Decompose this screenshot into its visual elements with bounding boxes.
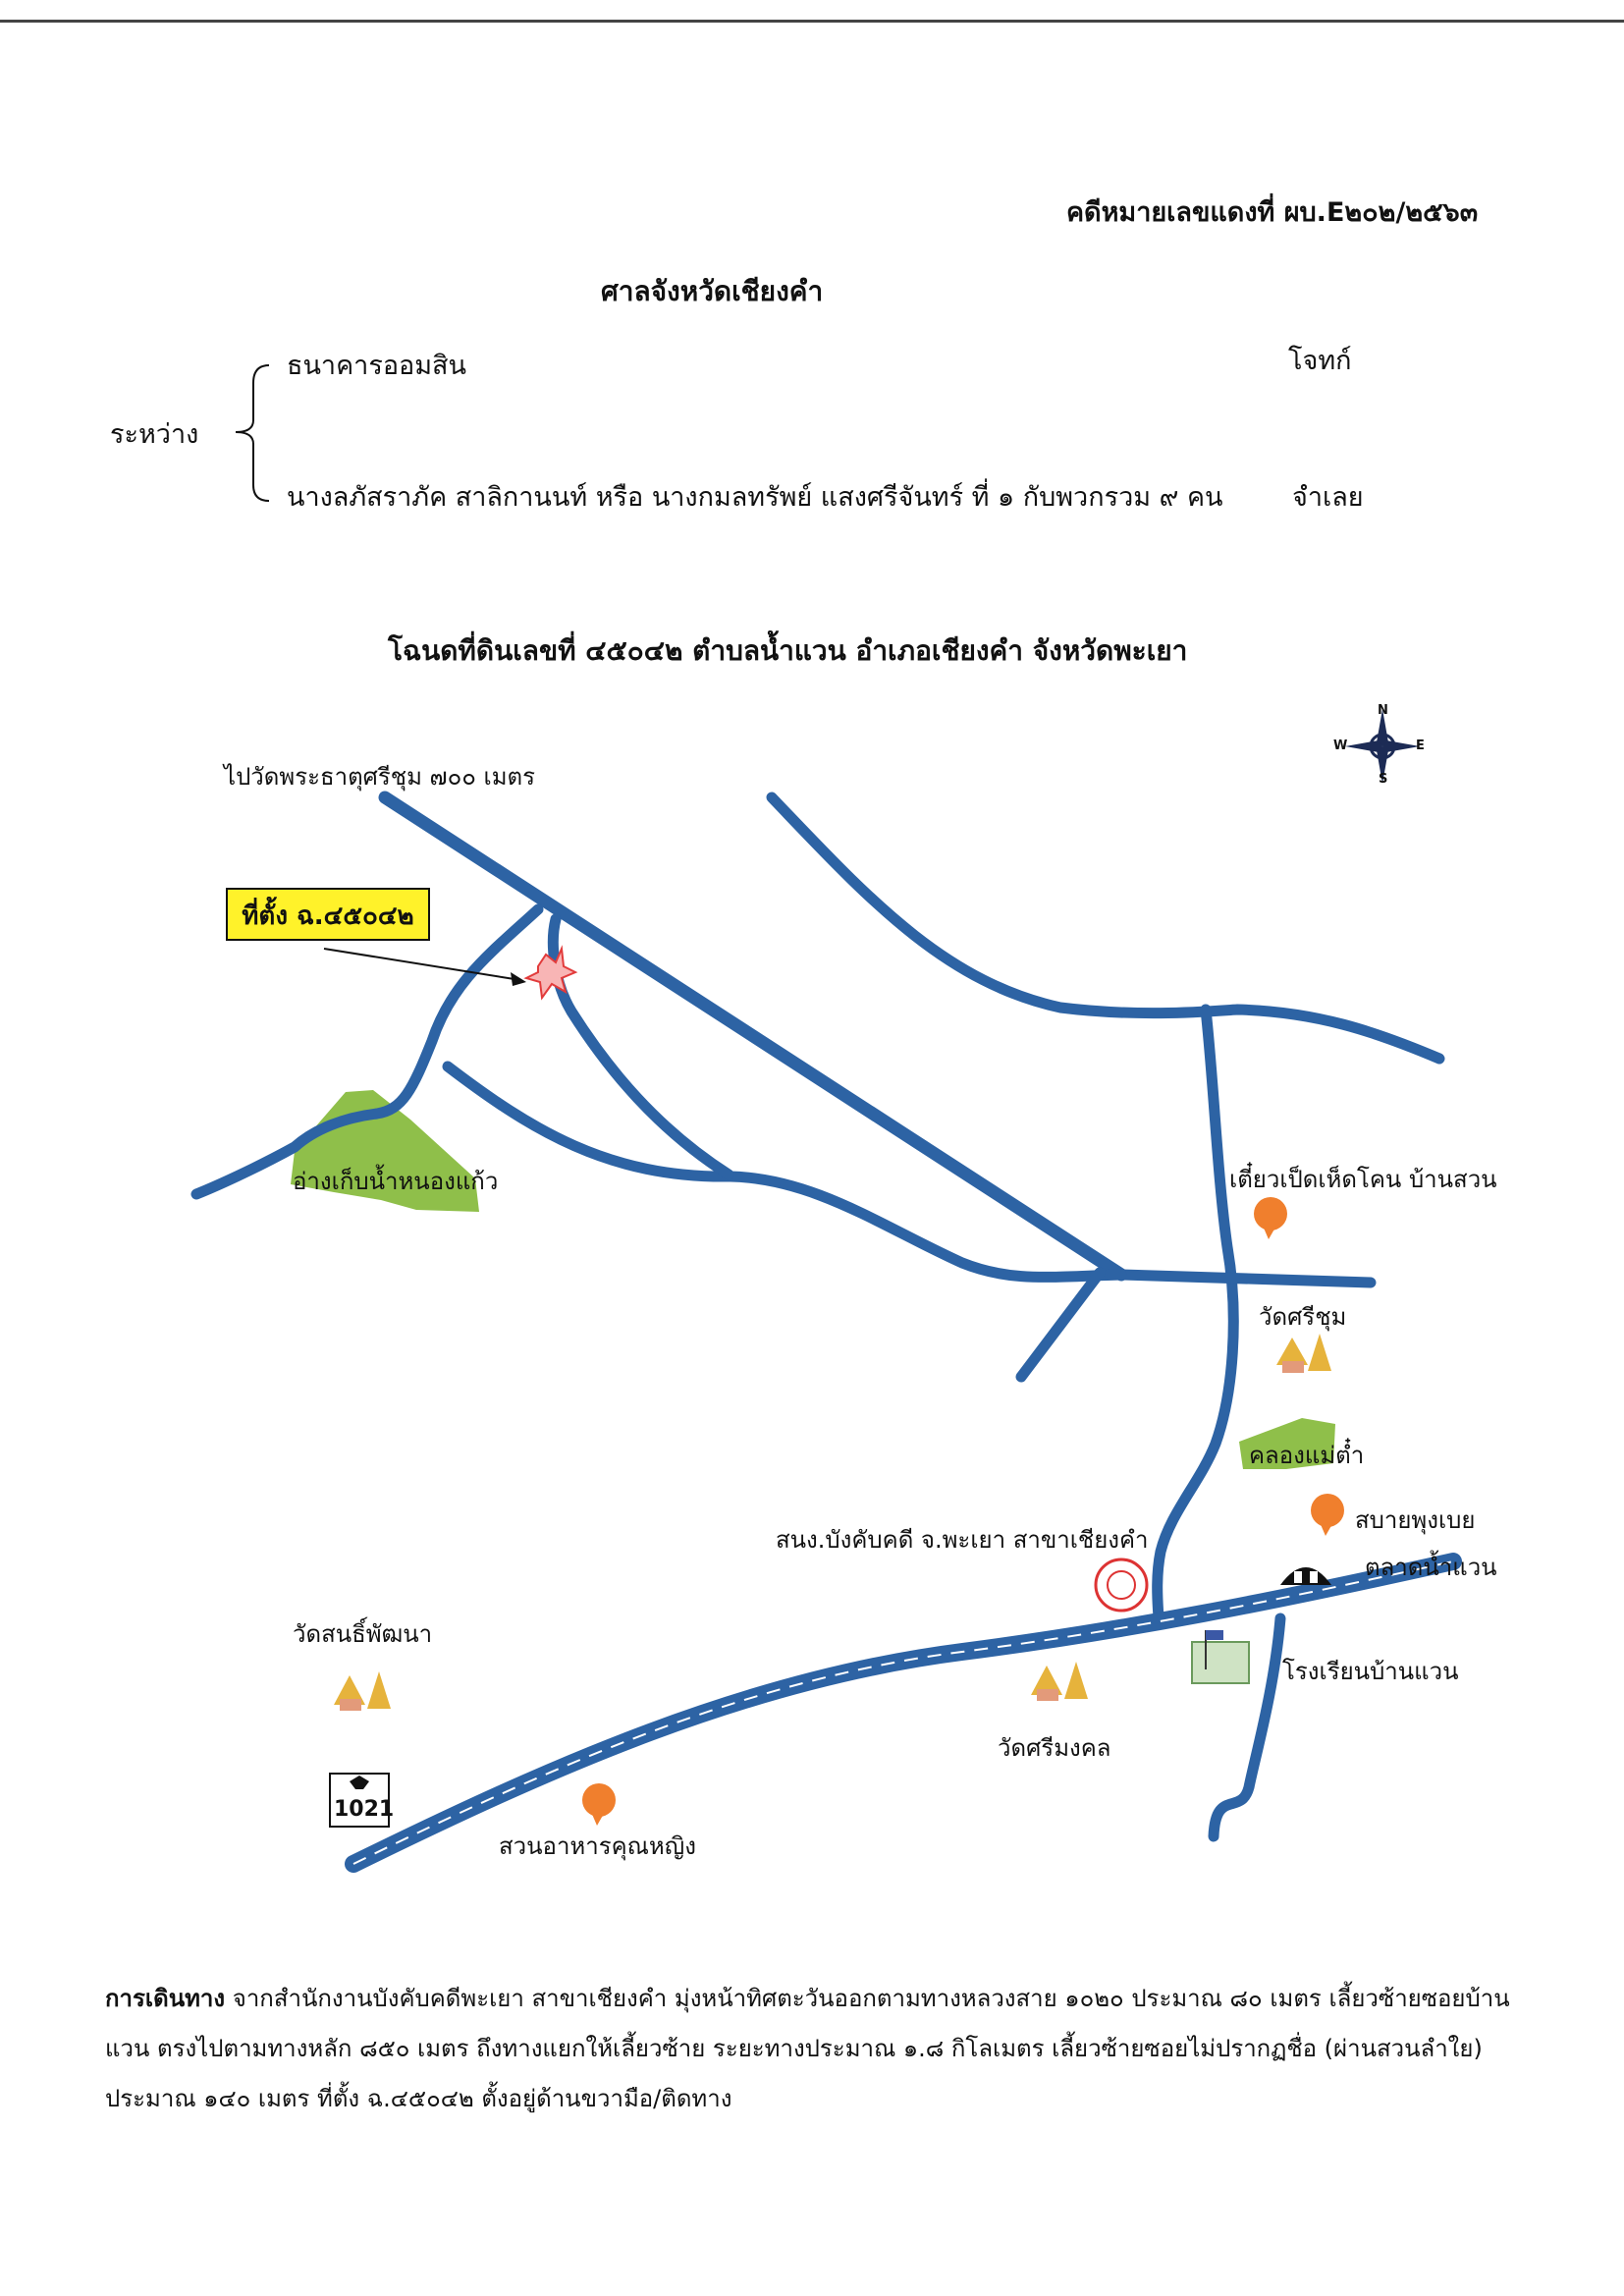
- khun-ying-restaurant-icon: [582, 1783, 616, 1826]
- west-road: [190, 903, 544, 1200]
- wat-sanpattana-label: วัดสนธิ์พัฒนา: [293, 1620, 433, 1648]
- compass-east: E: [1416, 738, 1425, 753]
- canal-label: คลองแม่ต๋ำ: [1249, 1442, 1365, 1469]
- noodle-restaurant-icon: [1254, 1197, 1287, 1239]
- noodle-shop-label: เตี๋ยวเป็ดเห็ดโคน บ้านสวน: [1229, 1166, 1497, 1193]
- scan-edge-line: [0, 20, 1624, 23]
- market-icon: [1280, 1567, 1331, 1585]
- case-number: คดีหมายเลขแดงที่ ผบ.E๒๐๒/๒๕๖๓: [1066, 197, 1479, 228]
- middle-road: [442, 1061, 1127, 1283]
- court-name: ศาลจังหวัดเชียงคำ: [601, 275, 824, 307]
- between-label: ระหว่าง: [110, 419, 199, 450]
- compass-icon: [1345, 709, 1420, 784]
- school-label: โรงเรียนบ้านแวน: [1282, 1658, 1459, 1685]
- plaintiff-name: ธนาคารออมสิน: [287, 351, 466, 381]
- compass-west: W: [1333, 738, 1348, 753]
- site-label-box: ที่ตั้ง ฉ.๔๕๐๔๒: [226, 888, 430, 941]
- vertical-road: [1152, 1004, 1239, 1626]
- wat-sri-mongkol-label: วัดศรีมงคล: [998, 1734, 1111, 1762]
- wat-sri-chum-icon: [1276, 1334, 1331, 1373]
- school-icon: [1191, 1630, 1250, 1684]
- party-bracket: [235, 364, 270, 502]
- highway-centerline: [352, 1560, 1454, 1865]
- east-branch-road: [1115, 1269, 1377, 1288]
- canal-patch: [1239, 1418, 1335, 1469]
- road-to-temple-label: ไปวัดพระธาตุศรีชุม ๗๐๐ เมตร: [224, 763, 536, 791]
- map-title: โฉนดที่ดินเลขที่ ๔๕๐๔๒ ตำบลน้ำแวน อำเภอเ…: [388, 634, 1188, 667]
- highway-number-label: 1021: [334, 1797, 395, 1822]
- wat-sanpattana-icon: [334, 1671, 391, 1711]
- site-arrowhead: [511, 972, 526, 986]
- site-marker-icon: [523, 945, 578, 1001]
- reservoir-label: อ่างเก็บน้ำหนองแก้ว: [293, 1168, 499, 1195]
- legal-office-seal-icon: [1094, 1558, 1149, 1613]
- directions-paragraph: การเดินทาง จากสำนักงานบังคับคดีพะเยา สาข…: [105, 1974, 1519, 2124]
- site-access-road: [547, 913, 734, 1180]
- site-arrow: [323, 948, 521, 981]
- directions-label: การเดินทาง: [105, 1985, 226, 2012]
- sabai-restaurant-icon: [1311, 1494, 1344, 1536]
- compass-north: N: [1378, 703, 1388, 718]
- plaintiff-role: โจทก์: [1288, 346, 1352, 376]
- south-road: [1208, 1613, 1286, 1842]
- wat-sri-chum-label: วัดศรีชุม: [1259, 1303, 1347, 1331]
- south-branch-road: [1015, 1267, 1106, 1383]
- sabai-restaurant-label: สบายพุงเบย: [1355, 1506, 1476, 1534]
- upper-road: [766, 792, 1445, 1065]
- highway-shield-icon: [329, 1773, 390, 1828]
- defendant-name: นางลภัสราภัค สาลิกานนท์ หรือ นางกมลทรัพย…: [287, 482, 1223, 513]
- highway-1021: [345, 1553, 1462, 1873]
- main-diagonal-road: [378, 791, 1128, 1282]
- compass-south: S: [1379, 772, 1388, 787]
- market-label: ตลาดน้ำแวน: [1365, 1554, 1497, 1581]
- defendant-role: จำเลย: [1292, 482, 1364, 513]
- legal-office-label: สนง.บังคับคดี จ.พะเยา สาขาเชียงคำ: [776, 1526, 1149, 1554]
- wat-sri-mongkol-icon: [1031, 1662, 1088, 1701]
- khun-ying-restaurant-label: สวนอาหารคุณหญิง: [499, 1832, 696, 1860]
- road-network: [190, 791, 1445, 1842]
- directions-text: จากสำนักงานบังคับคดีพะเยา สาขาเชียงคำ มุ…: [105, 1985, 1510, 2112]
